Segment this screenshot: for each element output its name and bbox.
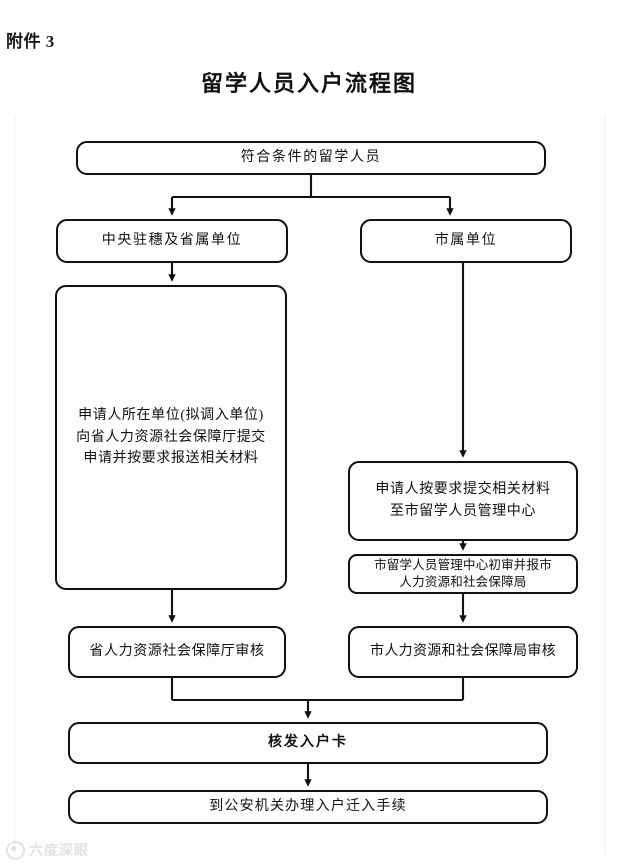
node-provincial-apply[interactable]: 申请人所在单位(拟调入单位) 向省人力资源社会保障厅提交 申请并按要求报送相关材… <box>55 285 287 590</box>
node-city-submit[interactable]: 申请人按要求提交相关材料 至市留学人员管理中心 <box>348 461 578 541</box>
camera-circle-icon <box>6 840 25 860</box>
page-title: 留学人员入户流程图 <box>200 71 417 96</box>
watermark: 六度深眼 <box>6 840 89 860</box>
node-municipal-unit-label: 市属单位 <box>434 233 498 249</box>
node-issue-card-label: 核发入户卡 <box>268 735 348 751</box>
node-provincial-audit[interactable]: 省人力资源社会保障厅审核 <box>68 626 286 678</box>
node-provincial-apply-label: 申请人所在单位(拟调入单位) 向省人力资源社会保障厅提交 申请并按要求报送相关材… <box>76 407 266 467</box>
node-issue-card[interactable]: 核发入户卡 <box>68 722 548 764</box>
node-city-audit-label: 市人力资源和社会保障局审核 <box>370 644 556 660</box>
node-city-submit-label: 申请人按要求提交相关材料 至市留学人员管理中心 <box>375 482 551 519</box>
node-police-procedure-label: 到公安机关办理入户迁入手续 <box>209 799 407 815</box>
node-municipal-unit[interactable]: 市属单位 <box>360 219 572 263</box>
node-provincial-audit-label: 省人力资源社会保障厅审核 <box>89 644 265 660</box>
node-central-provincial-unit[interactable]: 中央驻穗及省属单位 <box>56 219 288 263</box>
node-eligible[interactable]: 符合条件的留学人员 <box>76 141 546 175</box>
watermark-text: 六度深眼 <box>29 844 89 859</box>
node-central-provincial-unit-label: 中央驻穗及省属单位 <box>101 233 243 249</box>
node-city-audit[interactable]: 市人力资源和社会保障局审核 <box>348 626 578 678</box>
node-eligible-label: 符合条件的留学人员 <box>240 150 382 166</box>
attachment-label: 附件 3 <box>6 32 55 51</box>
node-police-procedure[interactable]: 到公安机关办理入户迁入手续 <box>68 790 548 824</box>
node-city-first-review-label: 市留学人员管理中心初审并报市 人力资源和社会保障局 <box>374 558 552 589</box>
node-city-first-review[interactable]: 市留学人员管理中心初审并报市 人力资源和社会保障局 <box>348 554 578 594</box>
